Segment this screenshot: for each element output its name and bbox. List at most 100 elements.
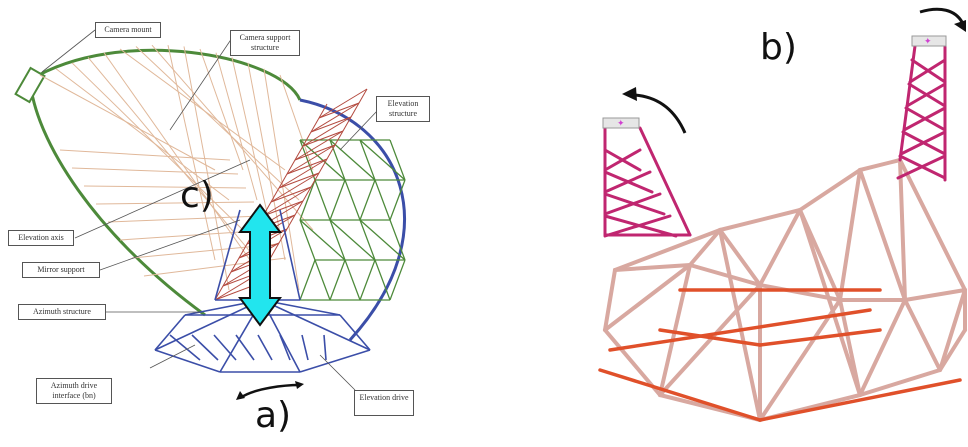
azimuth-member — [154, 349, 221, 373]
support-cable — [151, 44, 314, 231]
support-cable — [279, 74, 314, 171]
azimuth-member — [154, 299, 263, 351]
mirror-member — [310, 116, 352, 133]
mirror-member — [238, 243, 248, 259]
mesh-member — [374, 179, 391, 221]
right-tower-cap — [911, 35, 947, 47]
camera-mount-box — [14, 66, 46, 104]
mesh-member — [329, 219, 346, 261]
base-member — [608, 308, 872, 352]
left-tower-cap — [602, 117, 640, 129]
truss-member — [758, 298, 842, 422]
mesh-member — [389, 219, 406, 261]
mirror-member — [326, 144, 336, 160]
tower-member — [899, 130, 947, 156]
mirror-member — [230, 257, 240, 273]
truss-member — [858, 158, 902, 172]
mesh-member — [389, 139, 406, 181]
mirror-member — [358, 88, 368, 104]
mesh-member — [359, 259, 376, 301]
azimuth-member — [261, 299, 371, 351]
truss-member — [603, 268, 617, 332]
mirror-member — [262, 186, 312, 217]
azimuth-member — [213, 334, 237, 361]
elevation-mesh — [299, 139, 406, 301]
mirror-member — [286, 158, 328, 175]
truss-member — [658, 263, 692, 397]
support-cable — [199, 48, 244, 171]
mirror-member — [302, 116, 352, 147]
left-tower-arrowhead — [622, 87, 637, 101]
label-c: c) — [180, 175, 214, 216]
azimuth-member — [191, 334, 219, 361]
truss-member — [613, 228, 722, 272]
support-cable — [135, 46, 300, 201]
support-cable — [231, 57, 272, 231]
mesh-member — [329, 139, 376, 181]
callout-mirror-support: Mirror support — [22, 262, 100, 278]
mirror-member — [270, 242, 280, 258]
tower-member — [908, 58, 947, 84]
mirror-member — [302, 131, 312, 147]
mesh-member — [359, 139, 376, 181]
support-cable — [263, 68, 300, 291]
callout-azimuth-structure: Azimuth structure — [18, 304, 106, 320]
truss-member — [903, 298, 942, 372]
azimuth-member — [214, 209, 241, 301]
support-cable — [55, 68, 230, 201]
support-cable — [167, 45, 216, 261]
mesh-member — [299, 259, 316, 301]
azimuth-member — [154, 314, 186, 351]
mirror-member — [222, 271, 232, 287]
mesh-member — [299, 219, 316, 261]
truss-member — [688, 263, 762, 287]
truss-member — [658, 283, 762, 397]
right-tower-arrow — [919, 7, 964, 23]
azimuth-member — [299, 349, 371, 373]
mirror-member — [318, 88, 368, 119]
mesh-member — [329, 259, 346, 301]
mirror-member — [310, 172, 320, 188]
tower-member — [603, 170, 652, 194]
mirror-member — [294, 144, 336, 161]
azimuth-arrowhead-right — [295, 381, 304, 389]
left-cap-mark: ✦ — [617, 119, 625, 129]
mirror-member — [286, 214, 296, 230]
mirror-support-truss — [214, 88, 368, 301]
mesh-member — [329, 219, 376, 261]
right-tower-arrowhead — [954, 20, 966, 32]
support-cable — [247, 62, 286, 261]
azimuth-member — [257, 334, 273, 361]
mirror-member — [310, 102, 360, 133]
support-cable — [215, 52, 258, 201]
mesh-member — [374, 259, 391, 301]
azimuth-member — [339, 314, 371, 351]
callout-elevation-drive: Elevation drive — [354, 390, 414, 416]
mirror-member — [214, 284, 256, 301]
azimuth-rotation-arrow — [239, 383, 301, 400]
mesh-member — [359, 219, 376, 261]
tower-member — [898, 44, 917, 162]
mesh-member — [299, 139, 346, 181]
azimuth-member — [301, 334, 309, 361]
mirror-member — [278, 158, 328, 189]
mesh-member — [389, 259, 406, 301]
mirror-member — [318, 103, 328, 119]
truss-member — [838, 168, 862, 302]
mesh-member — [344, 259, 361, 301]
truss-member — [688, 228, 722, 267]
mirror-member — [286, 159, 296, 175]
cyan-double-arrow — [238, 203, 282, 327]
tower-member — [905, 82, 947, 108]
truss-member — [603, 263, 692, 332]
truss-member — [858, 298, 907, 397]
mirror-member — [334, 130, 344, 146]
azimuth-member — [235, 334, 255, 361]
support-cable — [87, 57, 258, 261]
truss-member — [798, 168, 862, 212]
base-member — [598, 368, 762, 422]
mesh-member — [299, 219, 346, 261]
left-tower-arrow — [634, 93, 687, 134]
truss-member — [718, 228, 762, 287]
mirror-member — [294, 130, 344, 161]
